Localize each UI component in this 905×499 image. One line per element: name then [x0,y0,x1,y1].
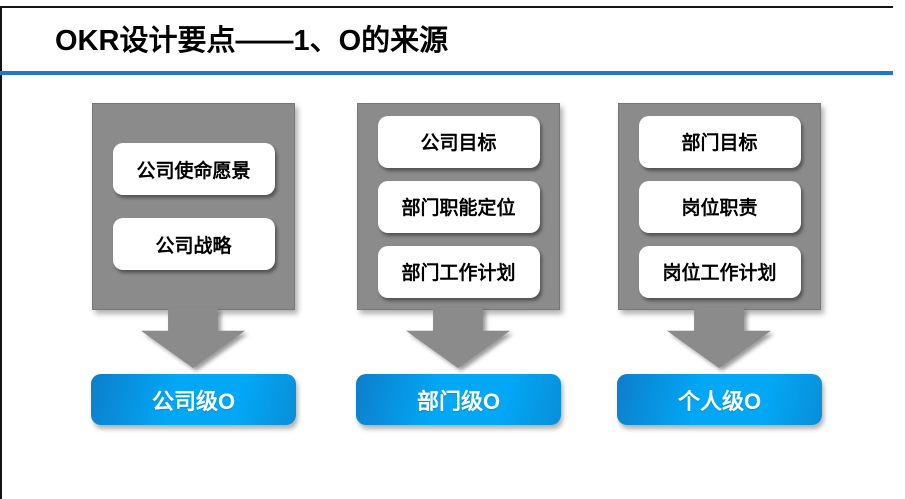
source-item: 部门工作计划 [377,245,540,298]
down-arrow-icon [141,308,245,368]
okr-level-badge-individual: 个人级O [617,374,822,425]
okr-level-label: 个人级O [677,388,762,414]
source-item: 公司战略 [112,218,275,270]
down-arrow-shape [406,308,510,368]
source-item: 部门职能定位 [377,180,540,233]
slide-left-border [0,6,2,499]
okr-level-badge-department: 部门级O [356,374,561,425]
down-arrow-icon [406,308,510,368]
source-panel: 公司目标部门职能定位部门工作计划 [357,103,560,310]
okr-level-label: 公司级O [151,388,236,414]
slide-top-border [0,6,893,8]
source-item: 公司目标 [377,115,540,168]
source-item: 岗位工作计划 [638,245,801,298]
okr-source-column-company: 公司使命愿景公司战略 公司级O [91,103,296,425]
okr-source-column-department: 公司目标部门职能定位部门工作计划 部门级O [356,103,561,425]
down-arrow-shape [141,308,245,368]
slide-title: OKR设计要点——1、O的来源 [55,25,449,57]
okr-source-column-individual: 部门目标岗位职责岗位工作计划 个人级O [617,103,822,425]
source-item: 岗位职责 [638,180,801,233]
source-panel: 部门目标岗位职责岗位工作计划 [618,103,821,310]
title-underline [0,71,893,75]
source-panel: 公司使命愿景公司战略 [92,103,295,310]
okr-level-badge-company: 公司级O [91,374,296,425]
down-arrow-shape [667,308,771,368]
source-item: 公司使命愿景 [112,143,275,195]
source-item: 部门目标 [638,115,801,168]
okr-level-label: 部门级O [416,388,501,414]
down-arrow-icon [667,308,771,368]
